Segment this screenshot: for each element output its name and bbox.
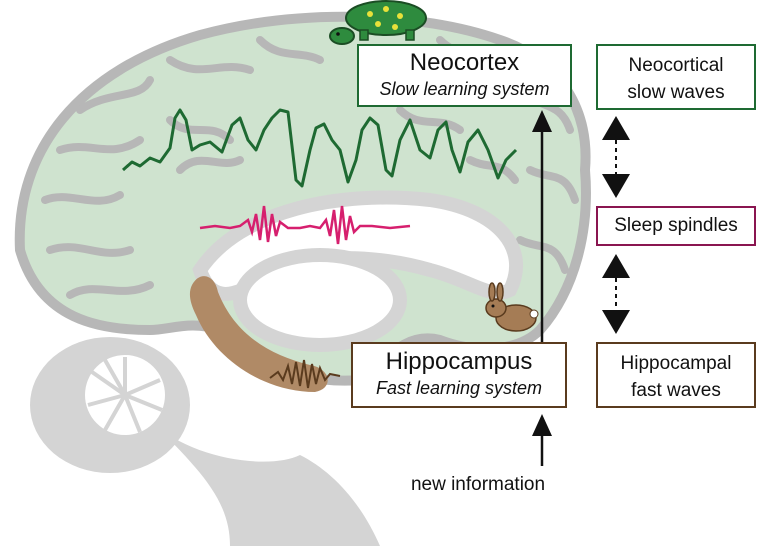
spindles-text: Sleep spindles (614, 215, 738, 236)
hippocampal-line2: fast waves (631, 380, 721, 401)
neocortex-region (14, 11, 591, 386)
neocortex-title: Neocortex (409, 49, 520, 76)
hippocampus-title: Hippocampus (385, 348, 533, 375)
hippocampal-line1: Hippocampal (620, 353, 732, 374)
neocortical-line2: slow waves (627, 82, 725, 103)
cerebellum (30, 337, 190, 473)
neocortex-subtitle: Slow learning system (379, 79, 550, 99)
turtle-icon (329, 0, 427, 45)
rabbit-icon (485, 282, 539, 332)
hippocampus-region (189, 276, 328, 392)
neocortical-slow-wave (122, 108, 518, 188)
input-arrowhead (532, 414, 552, 436)
thalamus (233, 248, 407, 352)
consolidation-arrowhead (532, 110, 552, 132)
hippocampal-wave (269, 359, 341, 389)
sleep-spindles-label: Sleep spindles (596, 206, 756, 246)
hippocampal-fast-waves-label: Hippocampal fast waves (596, 342, 756, 408)
neocortical-slow-waves-label: Neocortical slow waves (596, 44, 756, 110)
coupling-arrow-lower (602, 254, 630, 334)
brainstem (150, 420, 380, 546)
hippocampus-subtitle: Fast learning system (375, 378, 543, 398)
coupling-arrow-upper (602, 116, 630, 198)
new-information-label: new information (410, 474, 546, 495)
neocortical-line1: Neocortical (628, 55, 724, 76)
neocortex-box: Neocortex Slow learning system (357, 44, 572, 107)
sleep-spindle-wave (199, 205, 411, 245)
hippocampus-box: Hippocampus Fast learning system (351, 342, 567, 408)
